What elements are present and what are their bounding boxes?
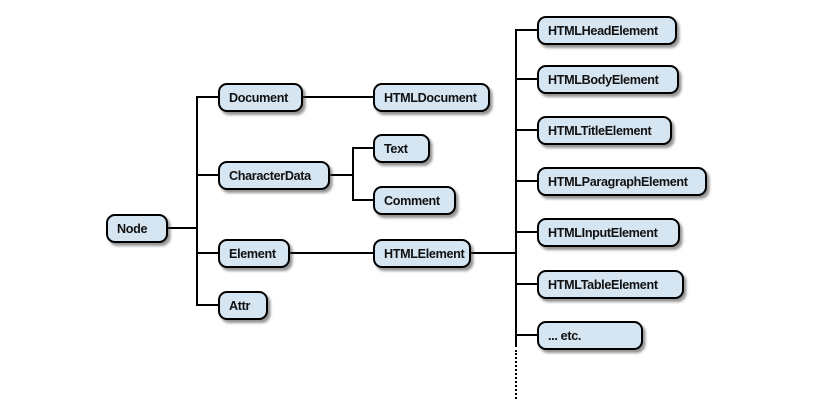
node-box-htmlelement: HTMLElement [373,239,471,268]
node-box-attr: Attr [218,291,268,320]
node-label-htmlparagraphelement: HTMLParagraphElement [548,174,688,189]
node-box-text: Text [373,134,430,163]
connector-document-htmldocument [301,96,375,98]
connector-stub-text [352,147,375,149]
node-box-htmltableelement: HTMLTableElement [537,270,684,299]
node-box-htmlinputelement: HTMLInputElement [537,218,680,247]
connector-stub-htmlparagraphelement [515,180,539,182]
connector-trunk-mid [352,147,354,201]
node-box-etc: ... etc. [537,321,643,350]
connector-stub-document [196,96,220,98]
node-box-characterdata: CharacterData [218,161,330,190]
node-box-htmltitleelement: HTMLTitleElement [537,116,672,145]
node-box-node: Node [106,214,168,243]
node-label-document: Document [229,90,288,105]
connector-stub-characterdata [196,174,220,176]
node-box-htmlparagraphelement: HTMLParagraphElement [537,167,707,196]
connector-trunk-left [196,96,198,306]
node-label-characterdata: CharacterData [229,168,311,183]
node-label-htmlbodyelement: HTMLBodyElement [548,72,659,87]
node-box-document: Document [218,83,303,112]
node-label-htmlheadelement: HTMLHeadElement [548,23,658,38]
node-label-element: Element [229,246,276,261]
connector-stub-element [196,252,220,254]
connector-continuation-dotted [515,350,517,399]
connector-element-htmlelement [288,252,375,254]
node-box-element: Element [218,239,290,268]
node-box-htmlbodyelement: HTMLBodyElement [537,65,679,94]
connector-characterdata-out [328,174,354,176]
connector-stub-htmltableelement [515,283,539,285]
node-label-htmlinputelement: HTMLInputElement [548,225,658,240]
node-label-text: Text [384,141,408,156]
connector-trunk-right [515,29,517,347]
connector-stub-htmltitleelement [515,129,539,131]
connector-stub-comment [352,199,375,201]
connector-stub-etc [515,334,539,336]
node-label-htmltableelement: HTMLTableElement [548,277,658,292]
connector-stub-htmlheadelement [515,29,539,31]
connector-stub-htmlbodyelement [515,78,539,80]
connector-node-out [166,227,198,229]
node-label-attr: Attr [229,298,251,313]
node-label-etc: ... etc. [548,328,582,343]
node-box-htmlheadelement: HTMLHeadElement [537,16,677,45]
node-label-htmldocument: HTMLDocument [384,90,477,105]
connector-stub-attr [196,304,220,306]
node-label-htmltitleelement: HTMLTitleElement [548,123,652,138]
connector-htmlelement-out [469,252,517,254]
node-box-comment: Comment [373,186,456,215]
connector-stub-htmlinputelement [515,231,539,233]
node-label-htmlelement: HTMLElement [384,246,465,261]
node-label-node: Node [117,221,148,236]
node-label-comment: Comment [384,193,440,208]
node-box-htmldocument: HTMLDocument [373,83,490,112]
